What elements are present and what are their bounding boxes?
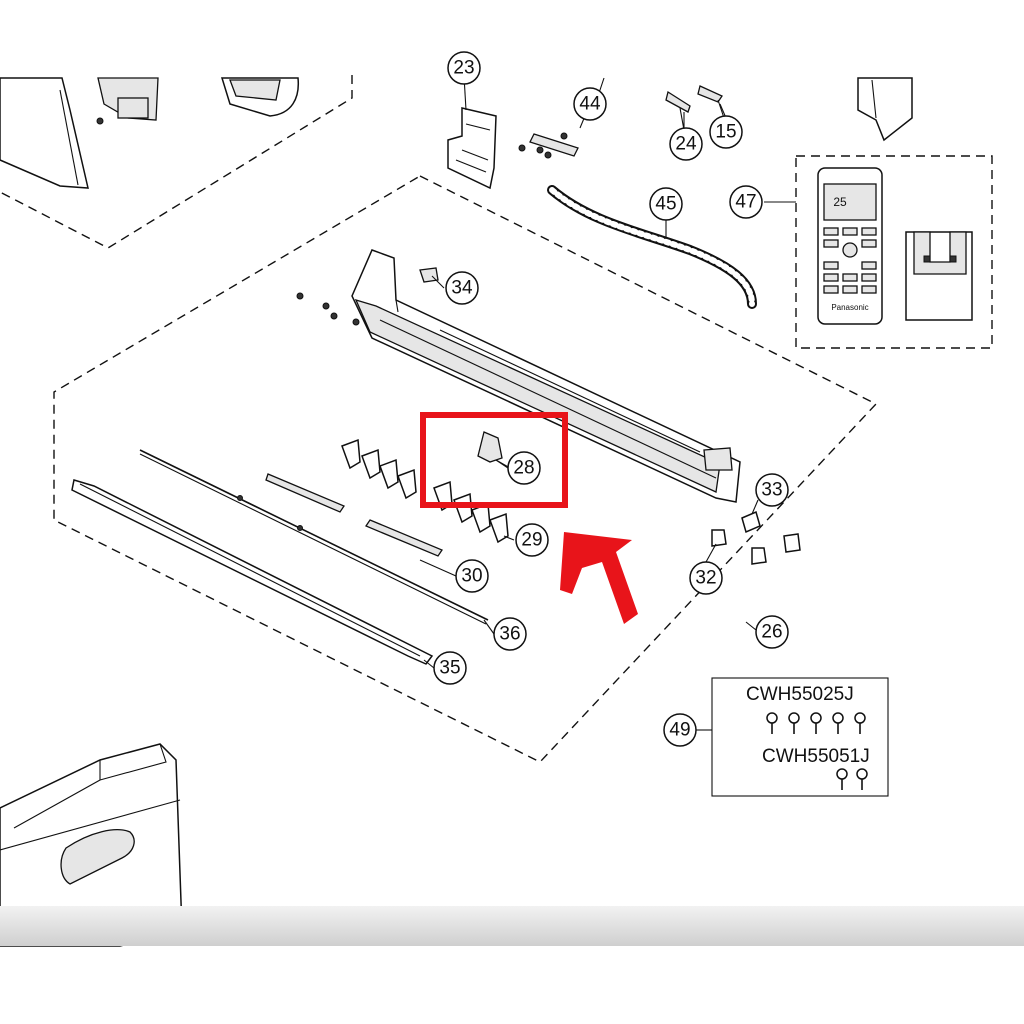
terminal-strip-part [518,77,605,159]
callout-44: 44 [573,87,607,121]
highlight-box [420,412,568,508]
callout-36: 36 [493,617,527,651]
callout-29: 29 [515,523,549,557]
clip-part-28 [477,431,511,469]
svg-text:28: 28 [513,458,534,479]
louver-fins-part [341,438,509,544]
red-arrow-icon [560,532,638,624]
screw-icon [766,712,866,734]
bottom-shade-bar [0,906,1024,946]
svg-text:44: 44 [579,94,601,115]
svg-text:33: 33 [761,480,782,501]
louver-link-strips [265,473,443,557]
callout-15: 15 [709,115,743,149]
fastener-part [296,267,439,326]
callout-45: 45 [649,187,683,221]
screw-kit-box: CWH55025J CWH55051J [711,677,889,797]
mounting-bracket-part [447,107,497,190]
screw-kit-b-code: CWH55051J [762,746,870,767]
svg-text:47: 47 [735,192,756,213]
svg-text:49: 49 [669,720,690,741]
svg-text:45: 45 [655,194,676,215]
svg-text:24: 24 [675,134,697,155]
callout-32: 32 [689,561,723,595]
callout-28: 28 [507,451,541,485]
side-cover-part [857,77,913,142]
svg-text:34: 34 [451,278,473,299]
svg-text:26: 26 [761,622,782,643]
remote-brand-label: Panasonic [831,303,868,312]
screw-icon [836,768,868,790]
remote-display [823,183,877,221]
callout-47: 47 [729,185,763,219]
callout-24: 24 [669,127,703,161]
screw-kit-a-code: CWH55025J [746,684,854,705]
bushing-parts [711,510,801,565]
connecting-rod-part [139,449,489,625]
svg-text:36: 36 [499,624,520,645]
drain-hose-part [547,185,757,309]
svg-text:30: 30 [461,566,482,587]
horizontal-vane-part [71,479,434,665]
svg-text:35: 35 [439,658,460,679]
callout-23: 23 [447,51,481,85]
svg-text:32: 32 [695,568,716,589]
svg-text:29: 29 [521,530,542,551]
callout-34: 34 [445,271,479,305]
callout-35: 35 [433,651,467,685]
main-assembly-boundary [53,175,878,763]
callout-30: 30 [455,559,489,593]
drain-pan-housing [351,249,741,503]
svg-text:23: 23 [453,58,474,79]
svg-text:15: 15 [715,122,736,143]
front-panel-assembly [0,75,353,249]
remote-controller-group: 25 Panasonic [795,155,993,349]
callout-49: 49 [663,713,697,747]
callout-26: 26 [755,615,789,649]
callout-33: 33 [755,473,789,507]
remote-display-value: 25 [833,195,847,209]
clip-parts [665,85,725,131]
remote-buttons [823,227,877,294]
